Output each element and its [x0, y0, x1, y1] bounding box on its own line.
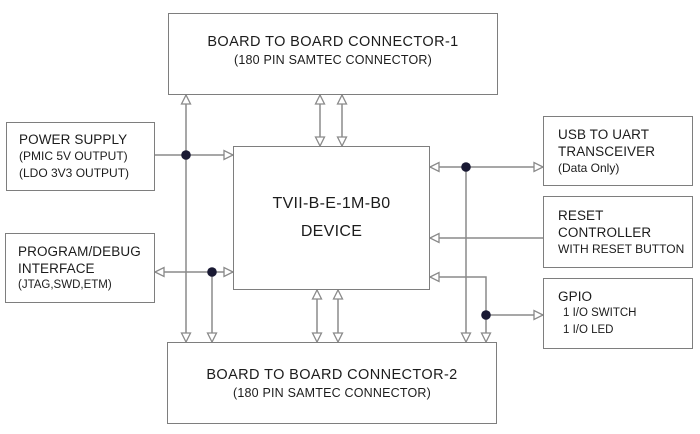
block-subtitle: (180 PIN SAMTEC CONNECTOR)	[232, 385, 432, 400]
arrow-down-icon	[314, 136, 326, 148]
wire-program-device	[153, 266, 235, 278]
block-line: (Data Only)	[558, 160, 620, 175]
block-gpio: GPIO 1 I/O SWITCH 1 I/O LED	[543, 278, 693, 349]
wire-power-device	[155, 149, 235, 161]
block-board-connector-2: BOARD TO BOARD CONNECTOR-2 (180 PIN SAMT…	[167, 342, 497, 424]
block-line: (LDO 3V3 OUTPUT)	[19, 166, 130, 180]
block-line: (JTAG,SWD,ETM)	[18, 278, 112, 291]
wire-device-connector2-left	[311, 288, 323, 344]
block-usb-uart-transceiver: USB TO UART TRANSCEIVER (Data Only)	[543, 116, 693, 186]
wire-connector1-device-left	[314, 93, 326, 148]
arrow-left-icon	[428, 161, 440, 173]
arrow-down-icon	[311, 332, 323, 344]
arrow-up-icon	[180, 93, 192, 105]
arrow-left-icon	[153, 266, 165, 278]
arrow-down-icon	[180, 332, 192, 344]
arrow-up-icon	[314, 93, 326, 105]
junction-dot-power	[181, 150, 191, 160]
wire-device-connector2-right	[332, 288, 344, 344]
arrow-left-icon	[428, 271, 440, 283]
block-title: BOARD TO BOARD CONNECTOR-2	[206, 366, 458, 383]
junction-dot-program	[207, 267, 217, 277]
block-line: WITH RESET BUTTON	[558, 241, 685, 256]
junction-dot-gpio	[481, 310, 491, 320]
arrow-down-icon	[460, 332, 472, 344]
arrow-up-icon	[311, 288, 323, 300]
wire-reset-device	[428, 232, 543, 244]
junction-dot-usb	[461, 162, 471, 172]
block-title: BOARD TO BOARD CONNECTOR-1	[207, 33, 459, 50]
arrow-right-icon	[223, 149, 235, 161]
wire-connector1-connector2	[180, 93, 192, 344]
block-title: GPIO	[558, 289, 593, 304]
arrow-right-icon	[223, 266, 235, 278]
block-title-2: TRANSCEIVER	[558, 143, 656, 159]
device-label: DEVICE	[300, 223, 363, 240]
arrow-down-icon	[206, 332, 218, 344]
arrow-up-icon	[332, 288, 344, 300]
arrow-right-icon	[533, 309, 545, 321]
block-reset-controller: RESET CONTROLLER WITH RESET BUTTON	[543, 196, 693, 268]
block-title: RESET	[558, 207, 604, 223]
arrow-down-icon	[336, 136, 348, 148]
block-program-debug-interface: PROGRAM/DEBUG INTERFACE (JTAG,SWD,ETM)	[5, 233, 155, 303]
device-part-number: TVII-B-E-1M-B0	[272, 195, 391, 212]
arrow-right-icon	[533, 161, 545, 173]
wire-device-usb	[428, 161, 545, 173]
wire-program-connector2	[206, 272, 218, 344]
block-tvii-device: TVII-B-E-1M-B0 DEVICE	[233, 146, 430, 290]
arrow-down-icon	[332, 332, 344, 344]
block-title: POWER SUPPLY	[19, 132, 128, 147]
wire-gpio-box	[486, 309, 545, 321]
block-title: PROGRAM/DEBUG	[18, 243, 141, 259]
block-title-2: CONTROLLER	[558, 224, 652, 240]
block-line: 1 I/O SWITCH	[563, 307, 637, 319]
block-power-supply: POWER SUPPLY (PMIC 5V OUTPUT) (LDO 3V3 O…	[6, 122, 155, 191]
arrow-down-icon	[480, 332, 492, 344]
block-line: (PMIC 5V OUTPUT)	[19, 149, 128, 163]
block-line: 1 I/O LED	[563, 324, 614, 336]
wire-connector1-device-right	[336, 93, 348, 148]
block-title-2: INTERFACE	[18, 260, 95, 276]
block-subtitle: (180 PIN SAMTEC CONNECTOR)	[233, 52, 433, 67]
wire-gpio-device-connector2	[428, 271, 492, 344]
block-title: USB TO UART	[558, 126, 650, 142]
arrow-up-icon	[336, 93, 348, 105]
block-board-connector-1: BOARD TO BOARD CONNECTOR-1 (180 PIN SAMT…	[168, 13, 498, 95]
arrow-left-icon	[428, 232, 440, 244]
wire-usb-connector2	[460, 167, 472, 344]
